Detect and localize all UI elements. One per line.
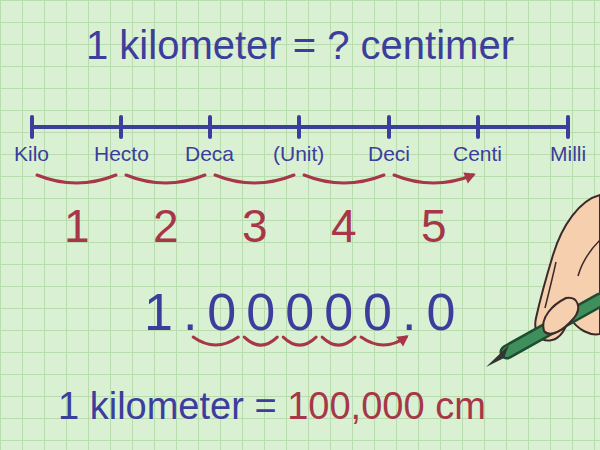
hop-arc [215,175,294,183]
result-text: 1 kilometer = [58,385,277,427]
step-number: 1 [64,203,90,249]
unit-label: Hecto [94,143,149,164]
step-number: 5 [421,203,447,249]
unit-label: Milli [550,143,586,164]
number-line [32,117,568,137]
hop-arc [304,175,384,183]
hop-arc [244,337,277,345]
result-value: 100,000 cm [287,385,486,427]
step-number: 3 [242,203,268,249]
decimal-shift: 1.00000.0 [144,286,465,338]
hop-arc [322,337,355,345]
title: 1 kilometer = ? centimer [86,25,514,65]
arrow-head [463,172,475,183]
hop-arc [283,337,316,345]
hand-with-pen [486,195,600,367]
hop-arc [193,337,238,345]
result-line: 1 kilometer =100,000 cm [58,387,486,425]
unit-label: (Unit) [273,143,324,164]
hop-arc [394,175,473,183]
unit-label: Centi [453,143,502,164]
unit-label: Kilo [14,143,49,164]
hop-arc [37,175,116,183]
step-number: 4 [331,203,357,249]
unit-label: Deca [185,143,234,164]
hop-arc [126,175,205,183]
step-number: 2 [153,203,179,249]
unit-label: Deci [368,143,410,164]
